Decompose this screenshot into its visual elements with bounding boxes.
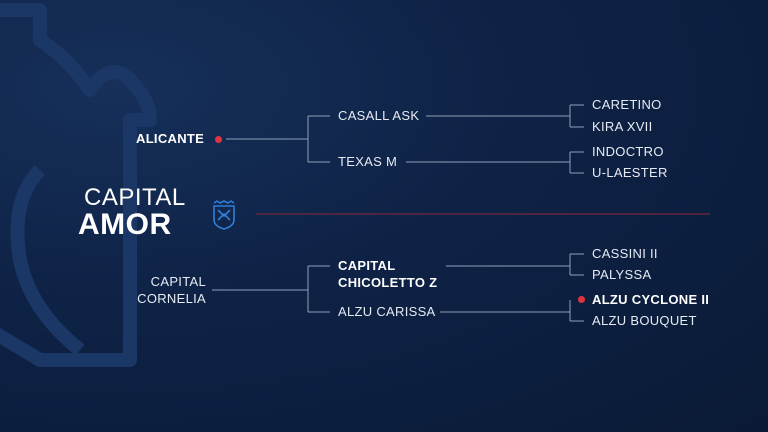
- dam-dam-sire-name: ALZU CYCLONE II: [592, 292, 710, 307]
- dam-dam-name: ALZU CARISSA: [338, 304, 436, 319]
- sire-dam-dam-name: U-LAESTER: [592, 165, 668, 180]
- dam-dam-dam-name: ALZU BOUQUET: [592, 313, 697, 328]
- horse-name-line2: AMOR: [78, 208, 172, 241]
- highlight-dot: [215, 136, 222, 143]
- dam-sire-dam-name: PALYSSA: [592, 267, 652, 282]
- sire-sire-dam-name: KIRA XVII: [592, 119, 653, 134]
- dam-sire-name-line2: CHICOLETTO Z: [338, 275, 438, 290]
- watermark-shield: [0, 3, 157, 367]
- stable-crest-icon: [213, 200, 235, 230]
- dam-sire-sire-name: CASSINI II: [592, 246, 658, 261]
- sire-name: ALICANTE: [136, 131, 205, 146]
- sire-sire-sire-name: CARETINO: [592, 97, 662, 112]
- sire-dam-sire-name: INDOCTRO: [592, 144, 664, 159]
- dam-name-line1: CAPITAL: [150, 274, 206, 289]
- sire-sire-name: CASALL ASK: [338, 108, 420, 123]
- horse-name-line1: CAPITAL: [84, 184, 186, 211]
- highlight-dot: [578, 296, 585, 303]
- sire-dam-name: TEXAS M: [338, 154, 398, 169]
- dam-name-line2: CORNELIA: [137, 291, 206, 306]
- dam-sire-name-line1: CAPITAL: [338, 258, 396, 273]
